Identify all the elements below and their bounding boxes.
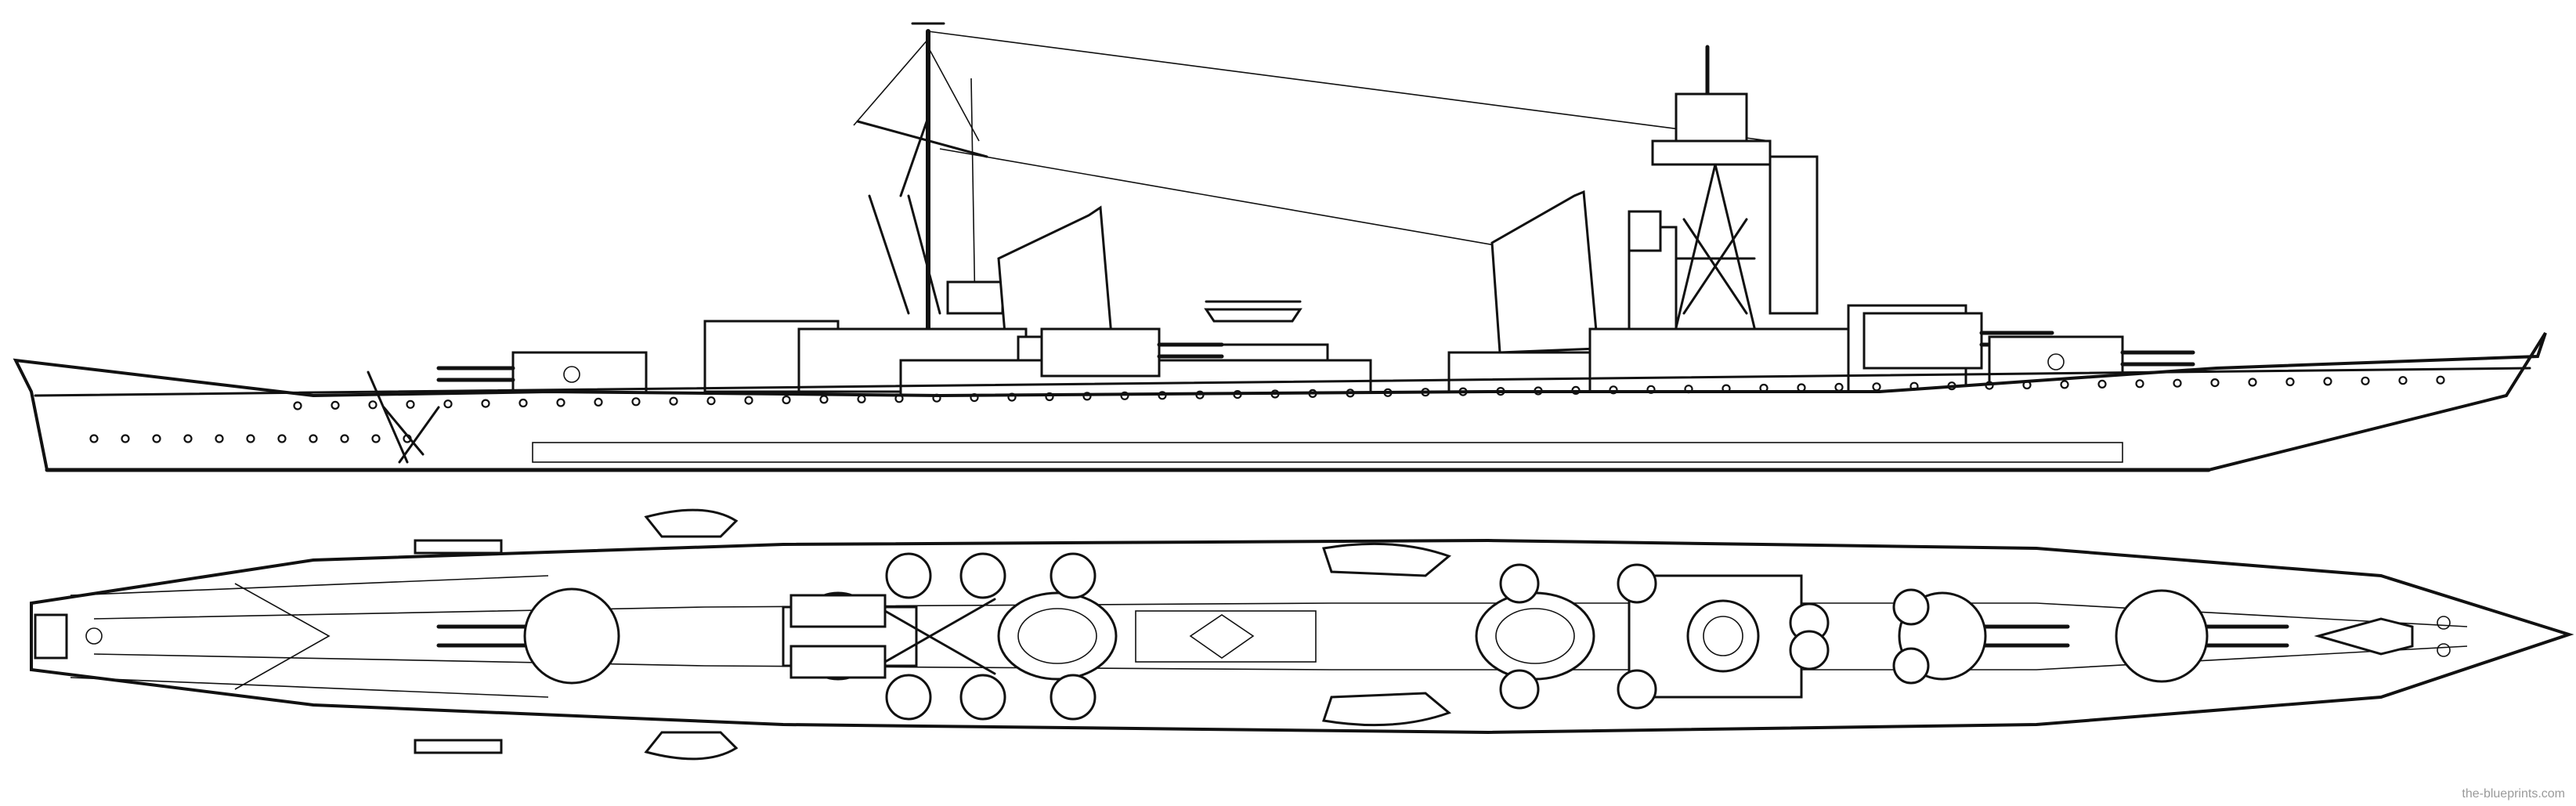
fore-funnel xyxy=(1490,190,1599,354)
porthole xyxy=(782,395,791,405)
funnel-plan-aft xyxy=(997,591,1118,681)
porthole xyxy=(2210,378,2220,388)
porthole xyxy=(2398,376,2408,385)
ship-boats xyxy=(414,508,1451,761)
porthole xyxy=(1797,383,1806,392)
superfiring-fore-turret xyxy=(1862,312,2054,370)
porthole xyxy=(556,398,565,407)
porthole xyxy=(2323,377,2332,386)
porthole xyxy=(1458,387,1468,396)
porthole xyxy=(368,400,378,410)
porthole xyxy=(406,399,415,409)
deck-planking-outline xyxy=(70,575,549,698)
bow-anchor-gear xyxy=(2314,616,2451,657)
porthole xyxy=(293,401,302,410)
porthole xyxy=(309,434,318,443)
porthole xyxy=(1158,391,1167,400)
funnel-plan-fore xyxy=(1475,591,1595,681)
porthole xyxy=(443,399,453,409)
porthole xyxy=(1947,381,1956,391)
rigging xyxy=(853,31,1771,314)
portholes-row xyxy=(293,375,2445,410)
porthole xyxy=(1233,390,1242,399)
porthole xyxy=(2173,378,2182,388)
porthole xyxy=(1834,382,1844,392)
porthole xyxy=(371,434,381,443)
deck-line xyxy=(34,367,2531,397)
porthole xyxy=(2361,376,2370,385)
porthole xyxy=(669,396,678,406)
porthole xyxy=(1759,383,1769,393)
turret-plan-fore xyxy=(2115,589,2289,683)
armor-belt xyxy=(532,442,2123,463)
porthole xyxy=(1082,392,1092,401)
side-profile-view xyxy=(13,22,2547,472)
porthole xyxy=(706,396,716,406)
porthole xyxy=(2097,379,2107,389)
porthole xyxy=(2135,379,2144,389)
porthole xyxy=(403,434,412,443)
porthole xyxy=(2285,377,2295,387)
porthole xyxy=(1007,392,1017,402)
porthole xyxy=(1909,381,1919,391)
porthole xyxy=(1346,389,1355,398)
porthole xyxy=(2022,380,2032,390)
foremast-tower xyxy=(1628,45,1819,362)
porthole xyxy=(1120,391,1129,400)
bridge-plan xyxy=(1628,574,1803,699)
porthole xyxy=(2060,380,2069,389)
porthole xyxy=(2248,378,2257,387)
porthole xyxy=(121,434,130,443)
porthole xyxy=(1383,388,1393,397)
porthole xyxy=(215,434,224,443)
porthole xyxy=(1872,382,1881,392)
porthole xyxy=(183,434,193,443)
porthole xyxy=(1195,390,1205,399)
stern-gear xyxy=(34,613,103,660)
porthole xyxy=(894,394,904,403)
superfiring-aft-turret xyxy=(1040,327,1224,378)
turret-plan-aft xyxy=(436,587,620,685)
porthole xyxy=(518,398,528,408)
portholes-row-lower xyxy=(89,434,412,443)
porthole xyxy=(152,434,161,443)
plan-view xyxy=(30,508,2574,761)
porthole xyxy=(1646,385,1656,394)
porthole xyxy=(932,393,941,403)
porthole xyxy=(819,395,829,404)
accommodation-ladder xyxy=(367,370,440,464)
porthole xyxy=(1421,388,1430,397)
porthole xyxy=(1571,385,1581,395)
porthole xyxy=(1270,389,1280,399)
porthole xyxy=(594,397,603,407)
porthole xyxy=(744,396,753,405)
hull-deck-outline xyxy=(30,538,2574,735)
porthole xyxy=(2436,375,2445,385)
porthole xyxy=(481,399,490,408)
porthole xyxy=(340,434,349,443)
porthole xyxy=(970,393,979,403)
aa-mounts xyxy=(885,552,1930,721)
porthole xyxy=(1985,381,1994,390)
porthole xyxy=(631,397,641,407)
porthole xyxy=(1534,386,1543,396)
porthole xyxy=(1684,385,1693,394)
watermark-text: the-blueprints.com xyxy=(2462,787,2565,801)
torpedo-and-catapult-tracks xyxy=(789,594,1317,679)
porthole xyxy=(277,434,287,443)
porthole xyxy=(1045,392,1054,402)
porthole xyxy=(1308,389,1317,398)
porthole xyxy=(857,394,866,403)
main-mast xyxy=(856,22,1004,331)
porthole xyxy=(331,400,340,410)
porthole xyxy=(1722,384,1731,393)
porthole xyxy=(89,434,99,443)
porthole xyxy=(246,434,255,443)
porthole xyxy=(1609,385,1618,395)
porthole xyxy=(1496,387,1505,396)
